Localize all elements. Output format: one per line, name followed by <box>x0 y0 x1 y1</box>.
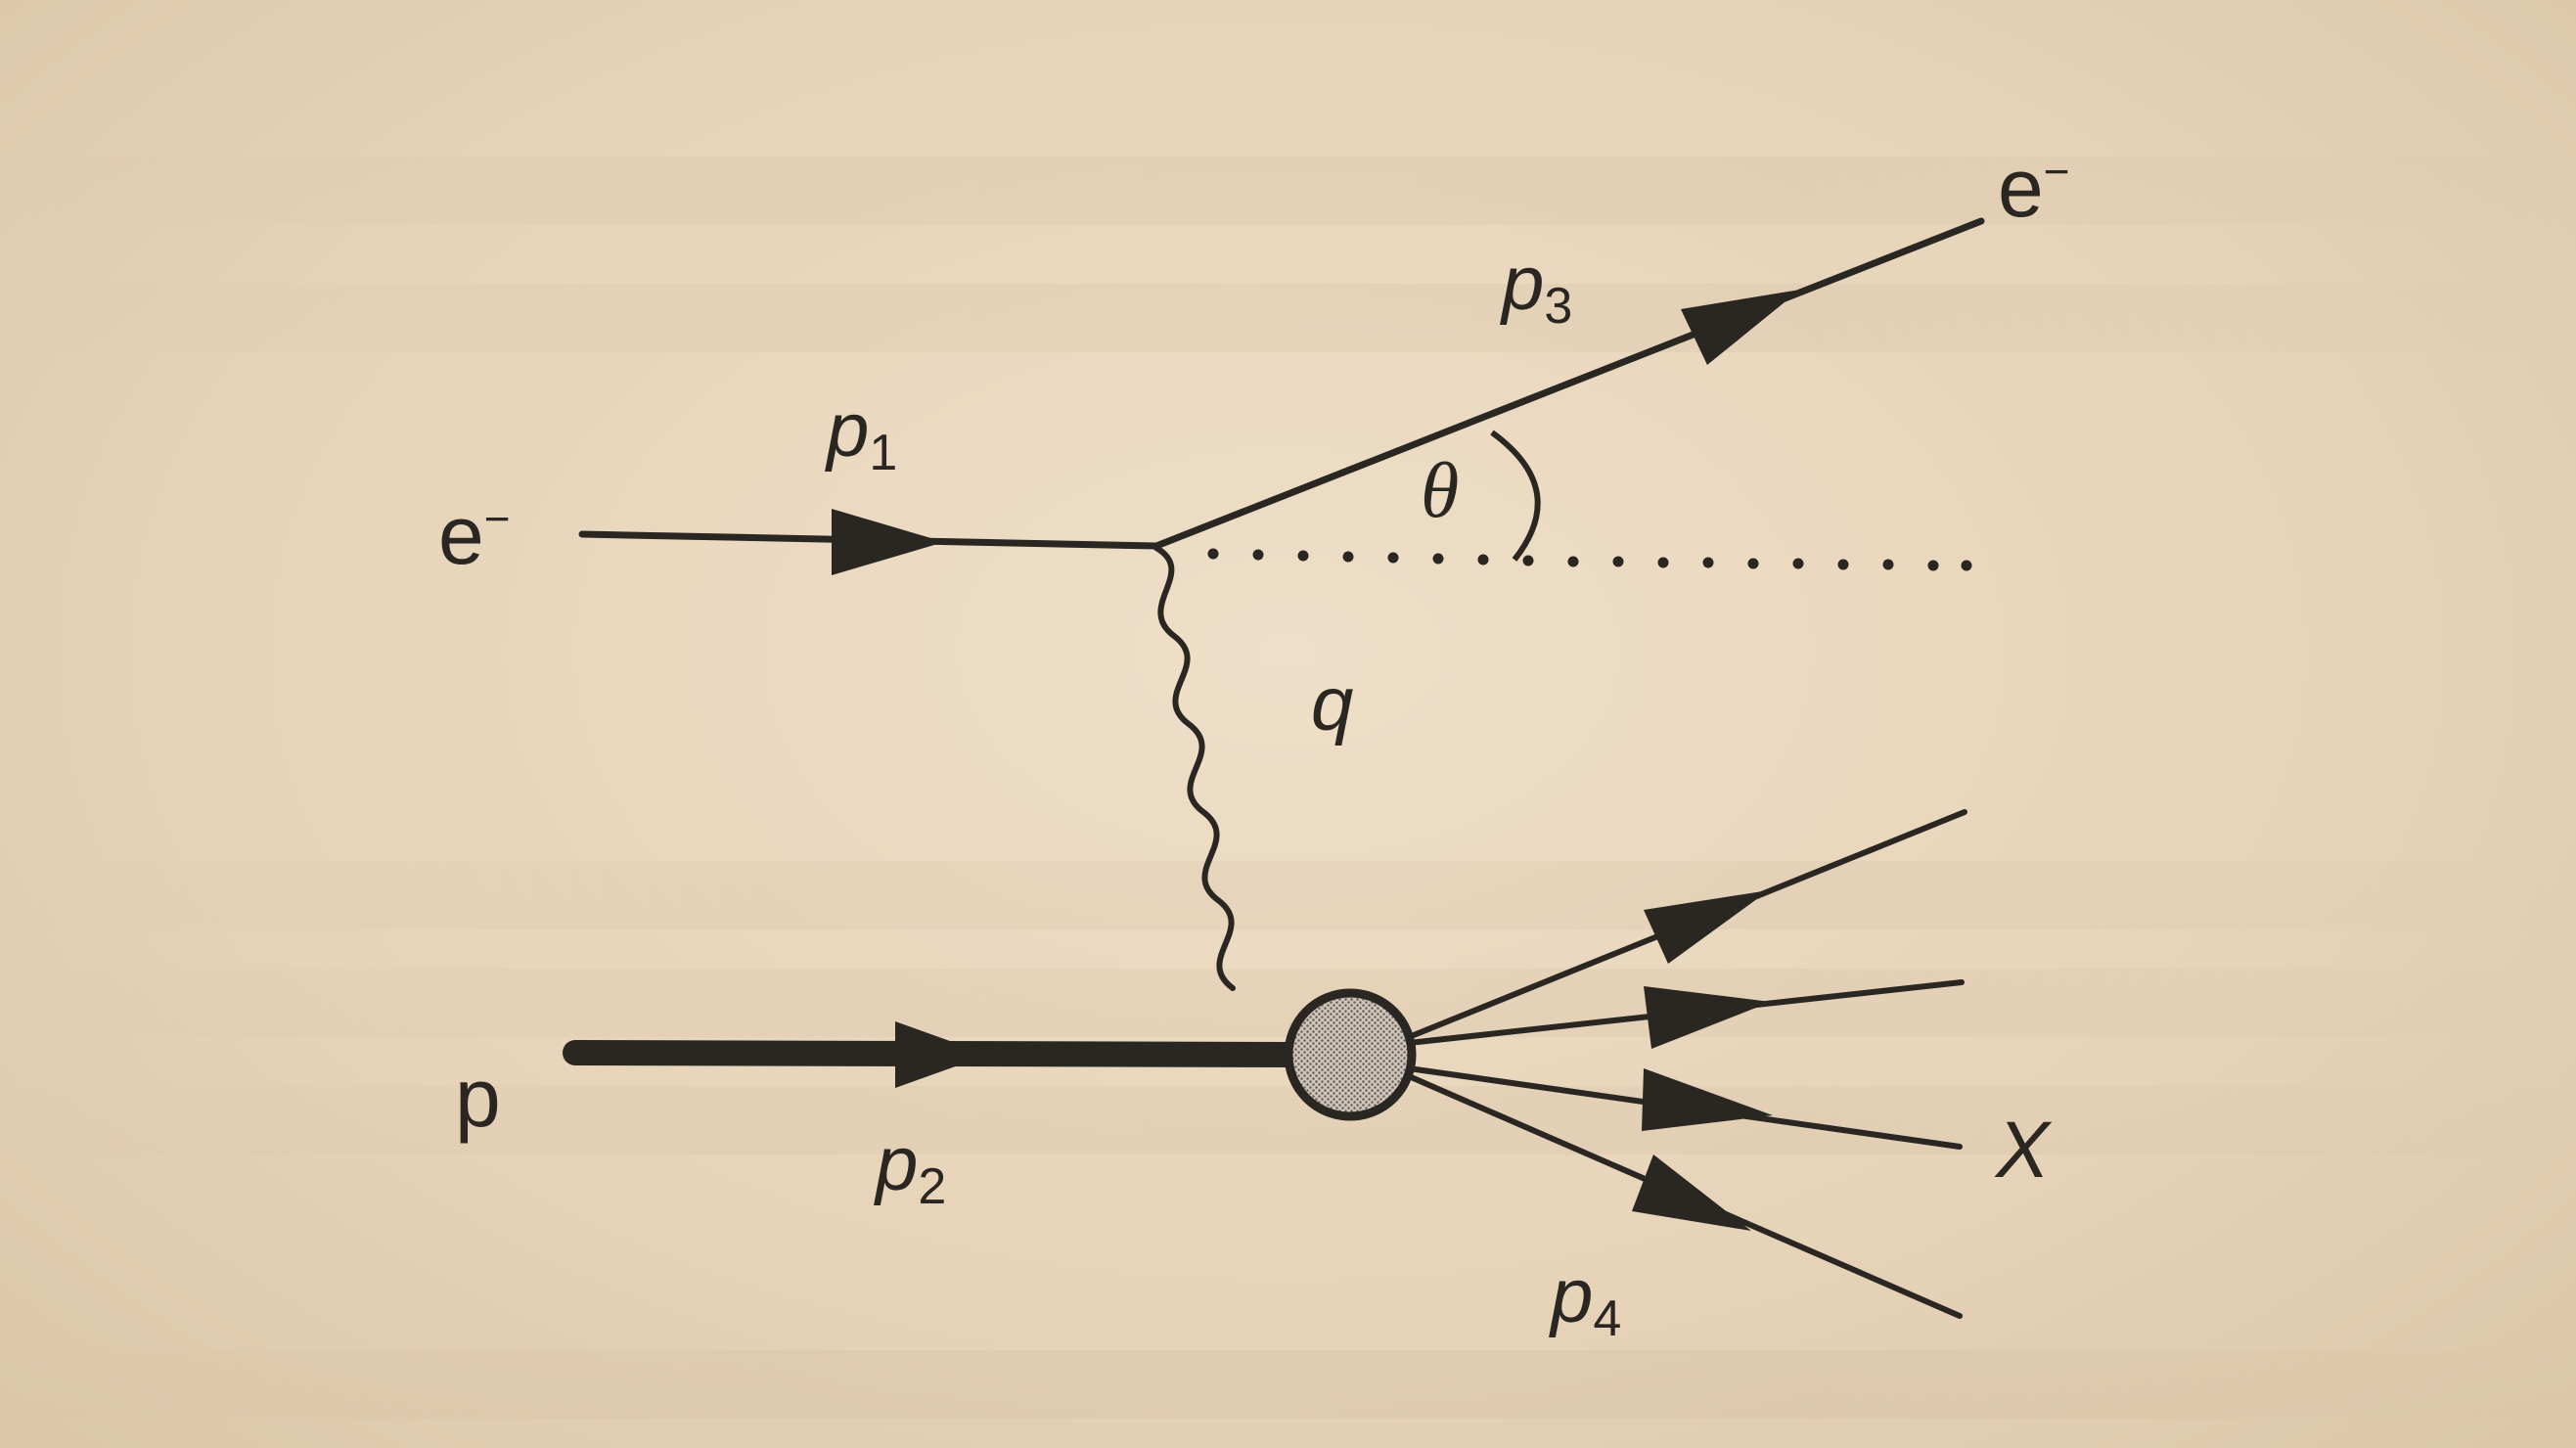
virtual-photon-line <box>1153 545 1236 991</box>
bleed-through-band <box>0 284 2576 352</box>
dotted-reference-line <box>1207 548 1972 571</box>
q-label: q <box>1311 660 1354 747</box>
p3-label: p3 <box>1502 240 1573 335</box>
incoming-electron-arrow <box>832 509 944 575</box>
hadronic-vertex-blob <box>1284 988 1417 1121</box>
outgoing-electron-label: e− <box>1998 142 2070 234</box>
bleed-through-band <box>0 1350 2576 1419</box>
p2-label: p2 <box>876 1120 947 1215</box>
hadron-arrow-4 <box>1632 1154 1751 1231</box>
bleed-through-band <box>0 157 2576 225</box>
p1-label: p1 <box>827 386 898 481</box>
outgoing-electron-line <box>1152 217 1985 550</box>
p4-label: p4 <box>1551 1252 1622 1347</box>
incoming-electron-label: e− <box>438 489 511 581</box>
proton-arrow <box>895 1021 988 1088</box>
theta-label: θ <box>1421 448 1460 534</box>
theta-angle-arc <box>1490 430 1541 562</box>
hadron-arrow-2 <box>1644 986 1771 1049</box>
bleed-through-band <box>0 969 2576 1037</box>
proton-label: p <box>455 1052 501 1144</box>
bleed-through-band <box>0 861 2576 929</box>
bleed-through-band <box>0 1086 2576 1154</box>
x-label: X <box>1996 1106 2050 1195</box>
outgoing-electron-arrow <box>1681 290 1800 365</box>
hadron-arrow-3 <box>1642 1068 1773 1131</box>
hadron-arrow-1 <box>1644 890 1769 964</box>
